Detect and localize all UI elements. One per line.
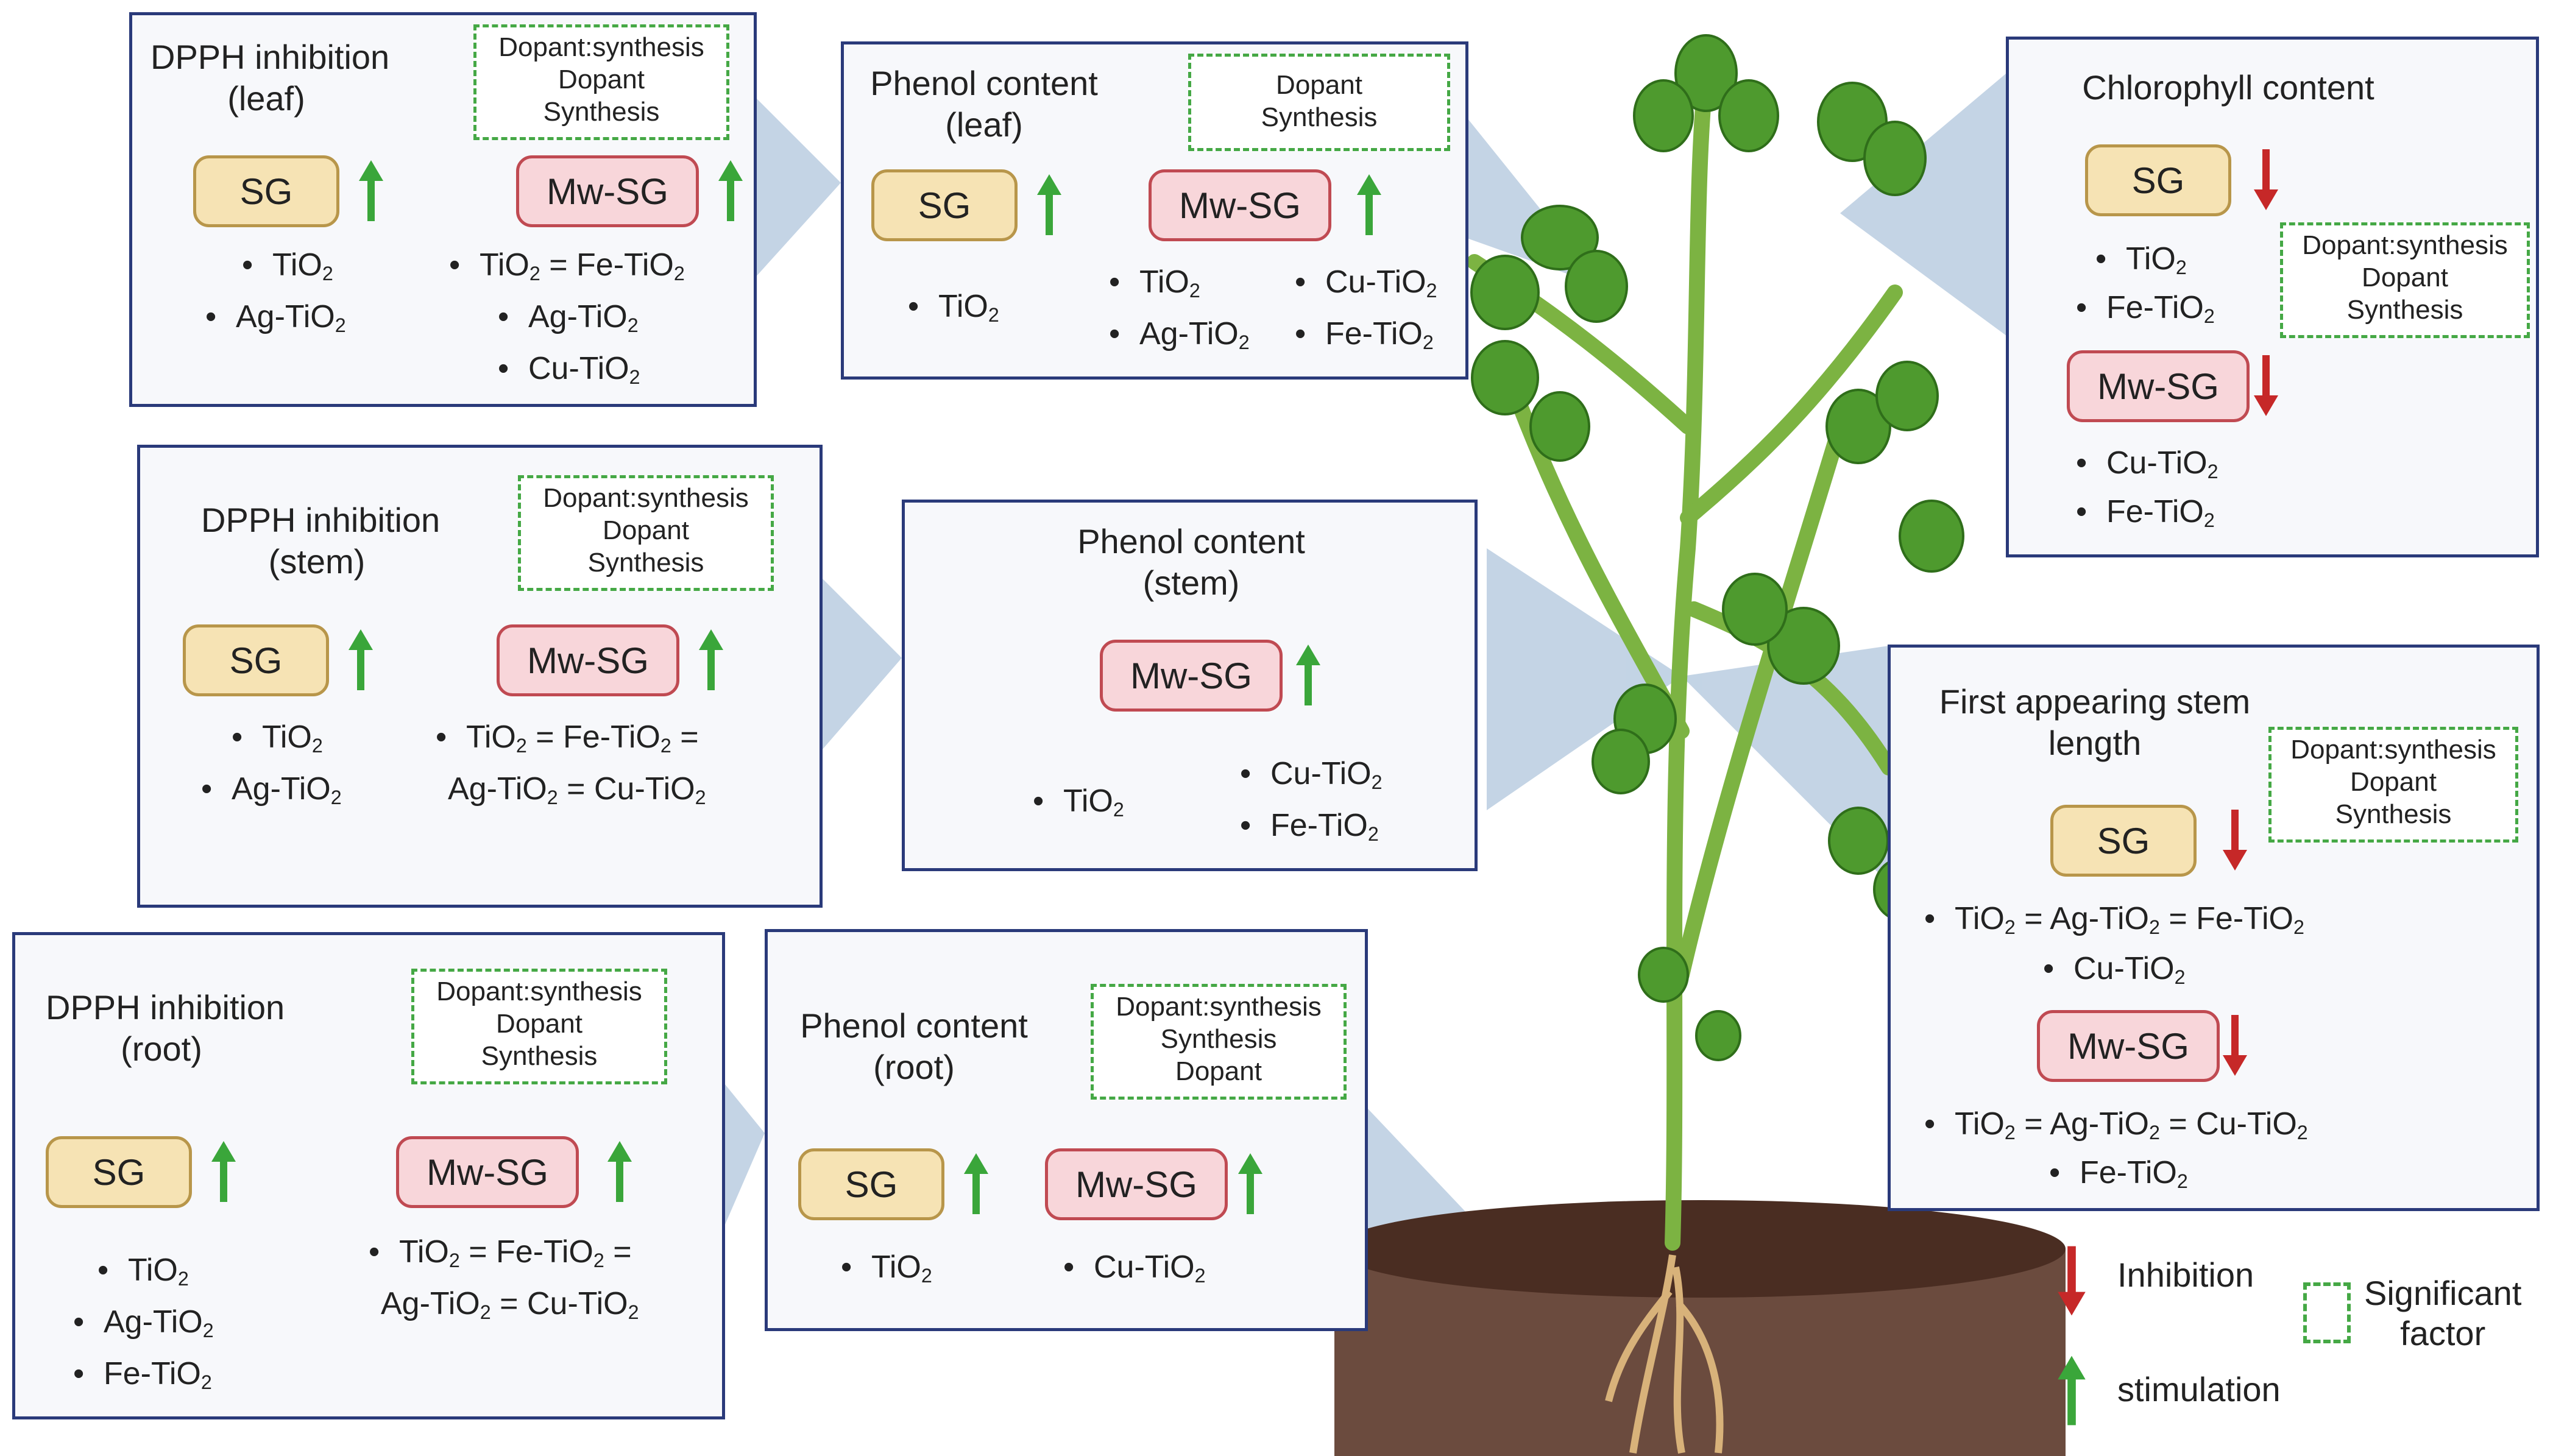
mw-sg-pill: Mw-SG [2037,1010,2220,1082]
sg-pill: SG [183,624,329,696]
list-item: TiO2 = Ag-TiO2 = Fe-TiO2 [1924,900,2304,945]
mw-sg-pill: Mw-SG [497,624,679,696]
mw-sg-pill: Mw-SG [396,1136,579,1208]
list-item: Ag-TiO2 [498,299,639,344]
list-item: Fe-TiO2 [2049,1154,2188,1200]
list-item: TiO2 [232,719,323,764]
list-item: TiO2 [97,1252,189,1297]
list-item: Fe-TiO2 [2076,493,2215,539]
panel-title: DPPH inhibition(leaf) [150,38,390,118]
list-item: Cu-TiO2 [2076,445,2218,490]
list-item: TiO2 [1109,264,1200,309]
list-item: Cu-TiO2 [2043,950,2185,995]
leaves [1470,34,1964,1061]
list-item: TiO2 [1033,783,1124,828]
list-item: Cu-TiO2 [1063,1249,1205,1294]
panel-title: Chlorophyll content [2082,68,2374,107]
sg-pill: SG [193,155,339,227]
stimulation-arrow-icon [1238,1153,1262,1214]
panel-title: Phenol content(leaf) [870,64,1098,144]
sg-pill: SG [871,169,1018,241]
list-item: Fe-TiO2 [1240,807,1379,852]
list-item: Ag-TiO2 [1109,316,1250,361]
panel-title: DPPH inhibition(root) [46,988,285,1068]
stimulation-arrow-icon [349,629,373,690]
stimulation-arrow-icon [607,1141,632,1202]
panel-chlorophyll: Chlorophyll content SG TiO2 Fe-TiO2 Dopa… [2006,37,2539,557]
stimulation-arrow-icon [1037,174,1061,235]
list-item: TiO2 = Fe-TiO2 = [369,1234,632,1279]
list-item: Cu-TiO2 [1240,755,1382,800]
mw-sg-pill: Mw-SG [1149,169,1331,241]
panel-title: Phenol content(root) [800,1006,1028,1086]
stimulation-arrow-icon [359,160,383,221]
list-item-continuation: Ag-TiO2 = Cu-TiO2 [381,1286,639,1324]
panel-title: DPPH inhibition(stem) [201,501,441,581]
panel-title: Phenol content(stem) [1077,522,1305,602]
list-item: Ag-TiO2 [73,1304,214,1349]
list-item: TiO2 [2095,241,2187,286]
legend-inhibition-label: Inhibition [2117,1256,2254,1294]
inhibition-arrow-icon [2223,810,2247,871]
list-item: Fe-TiO2 [2076,289,2215,334]
inhibition-arrow-icon [2058,1246,2086,1316]
list-item: TiO2 [242,247,333,292]
significant-factor-box-icon [2303,1282,2351,1343]
list-item: Cu-TiO2 [1295,264,1437,309]
list-item: Ag-TiO2 [201,771,342,816]
roots [1605,1254,1724,1454]
sg-pill: SG [46,1136,192,1208]
list-item: TiO2 = Ag-TiO2 = Cu-TiO2 [1924,1106,2308,1151]
list-item: TiO2 = Fe-TiO2 [449,247,685,292]
legend-stimulation-label: stimulation [2117,1370,2281,1408]
list-item: Ag-TiO2 [205,299,346,344]
list-item: TiO2 [908,288,999,333]
list-item: Cu-TiO2 [498,350,640,395]
list-item: TiO2 [841,1249,932,1294]
mw-sg-pill: Mw-SG [516,155,699,227]
stimulation-arrow-icon [718,160,743,221]
inhibition-arrow-icon [2254,355,2278,416]
stimulation-arrow-icon [699,629,723,690]
inhibition-arrow-icon [2254,149,2278,210]
sg-pill: SG [2085,144,2231,216]
sg-pill: SG [2050,805,2197,877]
list-item: Fe-TiO2 [73,1355,212,1401]
stimulation-arrow-icon [964,1153,988,1214]
panel-phenol-stem: Phenol content(stem) Mw-SG TiO2 Cu-TiO2 … [902,500,1478,871]
pot [1334,1200,2066,1456]
mw-sg-pill: Mw-SG [2067,350,2250,422]
inhibition-arrow-icon [2223,1015,2247,1076]
mw-sg-pill: Mw-SG [1045,1148,1228,1220]
list-item: Fe-TiO2 [1295,316,1434,361]
sg-pill: SG [798,1148,944,1220]
list-item-continuation: Ag-TiO2 = Cu-TiO2 [448,771,706,809]
list-item: TiO2 = Fe-TiO2 = [436,719,699,764]
stimulation-arrow-icon [211,1141,236,1202]
stimulation-arrow-icon [2058,1355,2086,1426]
mw-sg-pill: Mw-SG [1100,640,1283,712]
stimulation-arrow-icon [1296,645,1320,705]
stimulation-arrow-icon [1357,174,1381,235]
